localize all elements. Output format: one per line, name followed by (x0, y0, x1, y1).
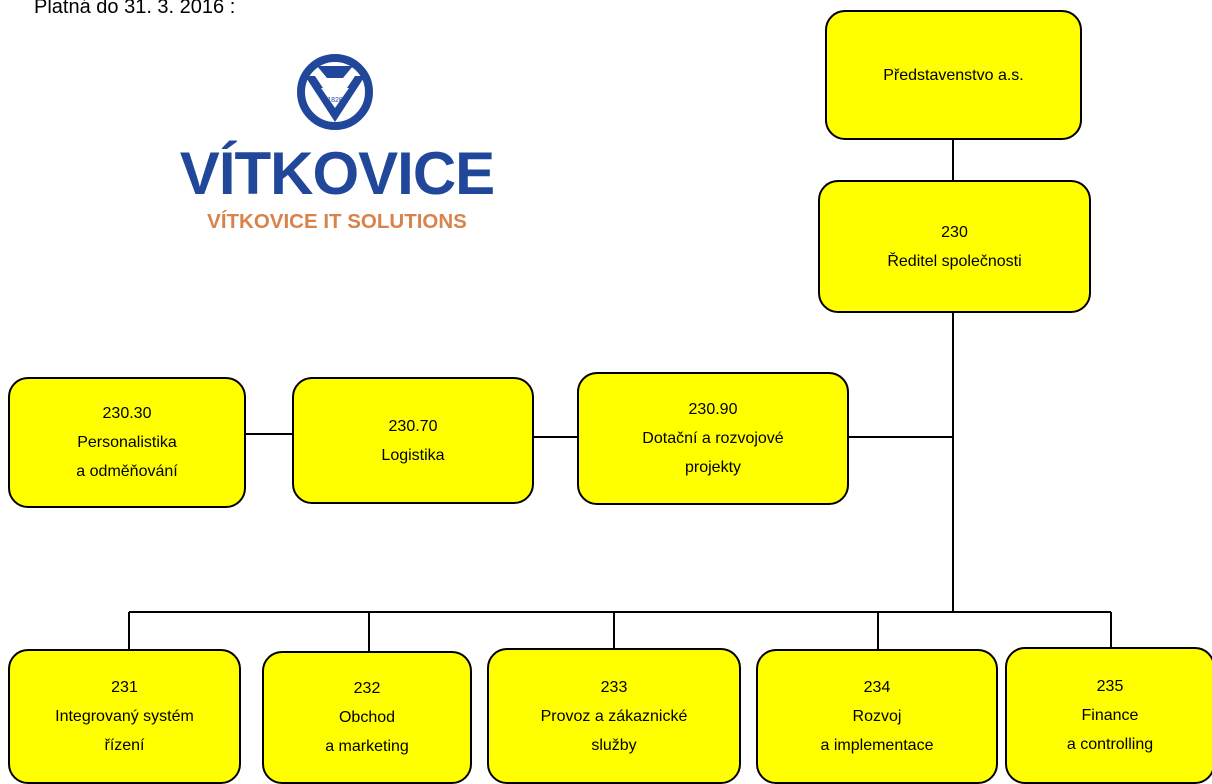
board-box: Představenstvo a.s. (825, 10, 1082, 140)
staff-code: 230.30 (102, 405, 152, 422)
dept-label-line2: služby (591, 736, 637, 754)
logo-subtitle: VÍTKOVICE IT SOLUTIONS (207, 210, 467, 233)
staff-label-line2: projekty (684, 459, 742, 476)
staff-label-line1: Personalistika (77, 434, 177, 451)
dept-label-line1: Finance (1081, 707, 1139, 724)
dept-label-line2: a implementace (820, 737, 934, 754)
dept-label-line1: Provoz a zákaznické (540, 707, 688, 725)
dept-code: 235 (1096, 678, 1124, 695)
dept-label-line2: řízení (104, 737, 145, 754)
dept-label-line2: a marketing (325, 738, 409, 755)
dept-label-line1: Obchod (338, 709, 396, 726)
staff-box-230-70: 230.70 Logistika (292, 377, 534, 504)
dept-code: 234 (863, 679, 891, 696)
dept-label-line2: a controlling (1066, 736, 1154, 753)
director-code: 230 (941, 223, 968, 241)
dept-label-line1: Integrovaný systém (55, 708, 194, 725)
staff-label-line1: Logistika (381, 446, 445, 464)
dept-box-235: 235 Finance a controlling (1005, 647, 1212, 784)
staff-code: 230.90 (688, 401, 738, 418)
logo-wordmark: VÍTKOVICE (179, 140, 495, 207)
dept-label-line1: Rozvoj (852, 708, 902, 725)
dept-box-232: 232 Obchod a marketing (262, 651, 472, 784)
staff-code: 230.70 (388, 417, 438, 435)
board-label: Představenstvo a.s. (883, 66, 1024, 84)
staff-label-line1: Dotační a rozvojové (642, 430, 784, 447)
dept-box-233: 233 Provoz a zákaznické služby (487, 648, 741, 784)
dept-code: 231 (111, 679, 138, 696)
emblem-year: 1828 (327, 97, 343, 104)
validity-note: Platná do 31. 3. 2016 : (34, 0, 236, 18)
vitkovice-logo: 1828 VÍTKOVICE VÍTKOVICE IT SOLUTIONS (170, 52, 500, 242)
director-label: Ředitel společnosti (887, 252, 1022, 270)
vitkovice-emblem-icon: 1828 (297, 54, 373, 130)
staff-label-line2: a odměňování (76, 463, 178, 480)
dept-code: 233 (600, 678, 628, 696)
dept-box-231: 231 Integrovaný systém řízení (8, 649, 241, 784)
dept-box-234: 234 Rozvoj a implementace (756, 649, 998, 784)
director-box: 230 Ředitel společnosti (818, 180, 1091, 313)
staff-box-230-90: 230.90 Dotační a rozvojové projekty (577, 372, 849, 505)
dept-code: 232 (353, 680, 381, 697)
staff-box-230-30: 230.30 Personalistika a odměňování (8, 377, 246, 508)
